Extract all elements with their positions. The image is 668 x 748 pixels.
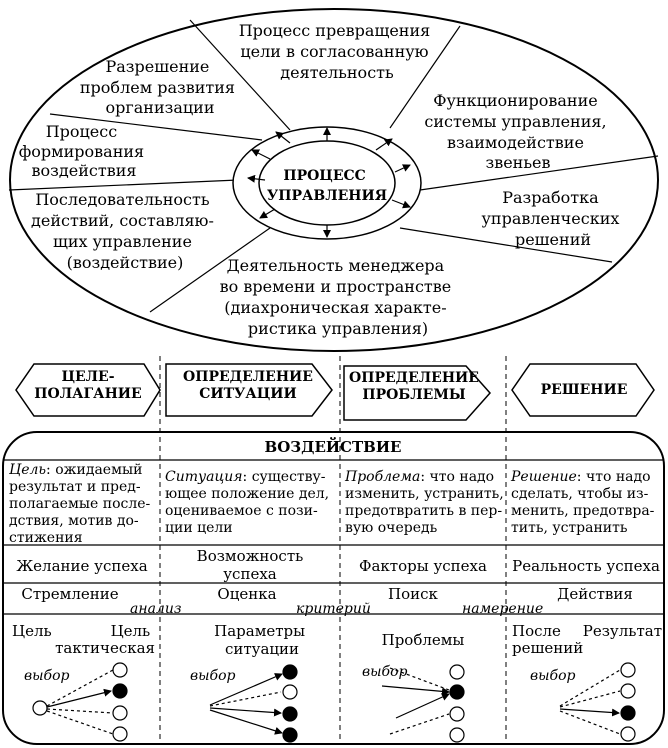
text-line: ЦЕЛЕ- <box>61 369 114 385</box>
definition-first-line: Цель: ожидаемый <box>9 462 142 478</box>
text-line: ОПРЕДЕЛЕНИЕ <box>183 369 313 385</box>
text-line: ПОЛАГАНИЕ <box>34 386 141 402</box>
action-search: Поиск <box>388 585 439 603</box>
sector-upper-right-text: Функционирование системы управления, вза… <box>424 91 611 172</box>
divider-line <box>189 19 291 131</box>
goal-label: Цель <box>12 622 52 640</box>
stage-problem-shape <box>343 365 492 421</box>
connector-criterion: критерий <box>296 601 371 617</box>
choice-diagrams: выбор выбор выбор выбор <box>24 664 576 684</box>
sector-bottom-text: Деятельность менеджера во времени и прос… <box>220 256 457 338</box>
divider-line <box>49 113 263 141</box>
stage-situation-shape <box>165 363 333 417</box>
connector-intention: намерение <box>462 601 543 617</box>
sector-right-text: Разработка управленческих решений <box>482 188 625 249</box>
action-row: Стремление Оценка Поиск Действия <box>21 585 632 603</box>
text-line: РЕШЕНИЕ <box>541 382 628 398</box>
text-line: полагаемые после- <box>9 496 151 512</box>
choice-diagram-situation <box>209 664 298 743</box>
impact-title: ВОЗДЕЙСТВИЕ <box>265 437 402 456</box>
connector-analysis: анализ <box>130 601 181 617</box>
stage-decision-shape <box>511 363 655 417</box>
choice-label: выбор <box>190 668 236 684</box>
text-line: ОПРЕДЕЛЕНИЕ <box>349 370 479 386</box>
divider-line <box>389 25 461 129</box>
text-line: тить, устранить <box>511 520 628 536</box>
result-label: Результат <box>583 622 662 640</box>
action-striving: Стремление <box>21 585 118 603</box>
center-label: ПРОЦЕСС УПРАВЛЕНИЯ <box>267 168 387 204</box>
sector-top-text: Процесс превращения цели в согласованную… <box>239 21 436 82</box>
text-line: ции цели <box>165 520 233 536</box>
action-evaluation: Оценка <box>217 585 276 603</box>
column-dividers <box>159 356 507 744</box>
text-line: менить, предотвра- <box>511 503 655 519</box>
divider-line <box>8 179 239 191</box>
stage-goal-setting-shape <box>15 363 161 417</box>
definition-text: : ожидаемый <box>46 462 142 478</box>
choice-diagram-problem <box>381 664 465 743</box>
choice-label: выбор <box>362 664 408 680</box>
definition-situation: Ситуация: существу-ющее положение дел,оц… <box>165 469 329 536</box>
after-decisions-label: После решений <box>512 622 583 657</box>
connector-row: анализ критерий намерение <box>130 601 543 617</box>
text-line: изменить, устранить, <box>345 486 504 502</box>
text-line: СИТУАЦИИ <box>199 386 297 402</box>
text-line: предотвратить в пер- <box>345 503 502 519</box>
definition-text: : что надо <box>420 469 494 485</box>
text-line: успеха <box>223 565 277 583</box>
impact-panel: ВОЗДЕЙСТВИЕ <box>2 431 665 745</box>
success-factors: Факторы успеха <box>359 557 487 575</box>
stage-decision-label: РЕШЕНИЕ <box>541 382 628 398</box>
definition-first-line: Решение: что надо <box>510 469 651 485</box>
text-line: ПРОБЛЕМЫ <box>362 387 465 403</box>
text-line: ющее положение дел, <box>165 486 329 502</box>
divider-line <box>419 155 659 191</box>
ring-arrows <box>247 127 411 238</box>
stage-goal-setting-label: ЦЕЛЕ-ПОЛАГАНИЕ <box>34 369 141 402</box>
action-actions: Действия <box>557 585 633 603</box>
definition-term: Ситуация <box>165 469 243 485</box>
sector-upper-left-text: Разрешение проблем развития организации <box>80 57 240 117</box>
divider-line <box>149 227 271 313</box>
sector-lower-left-text: Последовательность действий, составляю- … <box>31 190 219 272</box>
situation-parameters-label: Параметры ситуации <box>214 622 310 658</box>
problems-label: Проблемы <box>382 631 465 649</box>
success-desire: Желание успеха <box>16 557 147 575</box>
definition-term: Цель <box>9 462 46 478</box>
definition-first-line: Ситуация: существу- <box>165 469 326 485</box>
text-line: оцениваемое с пози- <box>165 503 318 519</box>
definition-text: : что надо <box>577 469 651 485</box>
sector-left-text: Процесс формирования воздействия <box>19 122 149 180</box>
definition-first-line: Проблема: что надо <box>344 469 494 485</box>
definition-text: : существу- <box>243 469 326 485</box>
text-line: результат и пред- <box>9 479 141 495</box>
choice-diagram-decision <box>559 662 636 742</box>
choice-diagram-goal <box>32 662 128 742</box>
definition-term: Решение <box>510 469 577 485</box>
text-line: вую очередь <box>345 520 438 536</box>
divider-line <box>399 227 613 263</box>
definition-term: Проблема <box>344 469 420 485</box>
choice-label: выбор <box>24 668 70 684</box>
bottom-label-row: Цель Цель тактическая Параметры ситуации… <box>12 622 662 658</box>
text-line: сделать, чтобы из- <box>511 486 649 502</box>
choice-label: выбор <box>530 668 576 684</box>
text-line: дствия, мотив до- <box>9 513 139 529</box>
text-line: стижения <box>9 530 83 546</box>
stage-row <box>15 363 655 421</box>
success-reality: Реальность успеха <box>512 557 660 575</box>
process-ellipse: ПРОЦЕСС УПРАВЛЕНИЯ Процесс превращения ц… <box>8 8 659 352</box>
tactical-goal-label: Цель тактическая <box>55 622 155 657</box>
text-line: Возможность <box>197 547 304 565</box>
